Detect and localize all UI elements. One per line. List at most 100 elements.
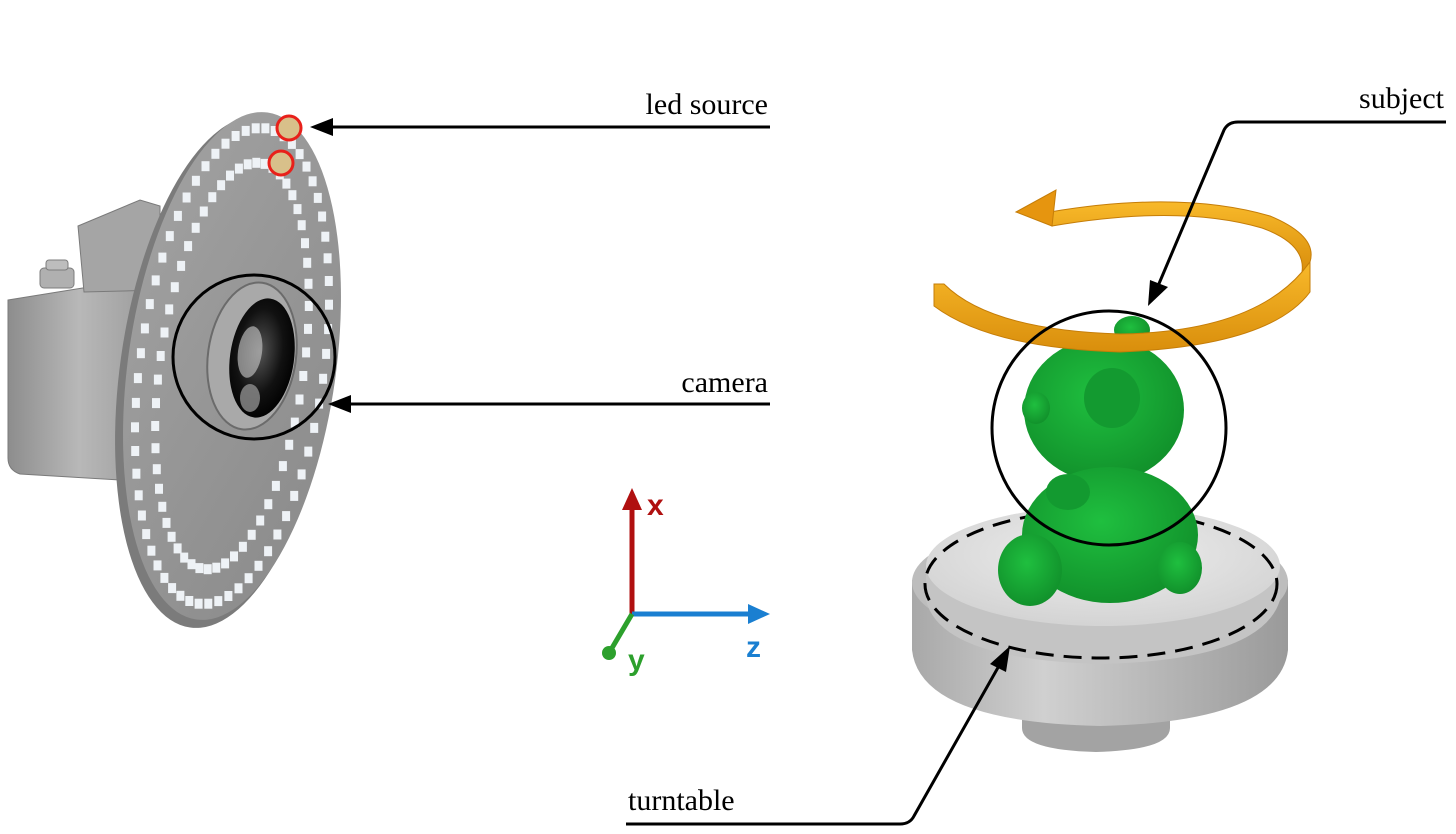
led-square: [310, 422, 319, 433]
led-square: [176, 590, 185, 601]
axis-z-arrowhead: [748, 604, 770, 624]
led-square: [177, 260, 186, 271]
axis-y-label: y: [628, 644, 645, 677]
rotation-arrow-back: [1049, 201, 1312, 274]
led-square: [319, 373, 328, 384]
led-square: [224, 591, 233, 601]
led-square: [304, 446, 313, 457]
led-square: [212, 562, 221, 573]
subject-label: subject: [1359, 82, 1445, 115]
bear-foot: [1158, 542, 1202, 594]
led-square: [234, 163, 243, 174]
led-square: [264, 499, 273, 510]
led-square: [132, 468, 141, 479]
axis-triad: x y z: [602, 488, 770, 677]
led-square: [145, 299, 154, 310]
led-square: [238, 541, 247, 552]
led-square: [158, 501, 167, 512]
led-square: [234, 583, 243, 594]
led-square: [297, 220, 306, 231]
led-square: [282, 511, 291, 522]
led-square: [241, 125, 250, 136]
led-square: [304, 301, 313, 311]
led-square: [165, 304, 174, 315]
led-square: [301, 238, 309, 249]
led-square: [208, 192, 217, 203]
led-square: [195, 563, 204, 574]
turntable-label: turntable: [628, 784, 735, 817]
led-square: [297, 469, 306, 480]
led-highlight-1: [275, 114, 303, 142]
camera-callout: camera: [328, 366, 770, 413]
led-square: [217, 180, 226, 191]
led-square: [303, 257, 312, 268]
led-square: [295, 149, 304, 160]
led-square: [299, 371, 308, 381]
led-square: [247, 529, 256, 540]
led-square: [203, 564, 212, 575]
bear-leg: [998, 534, 1062, 606]
rotation-arrowhead: [1014, 189, 1057, 227]
led-square: [187, 559, 196, 570]
led-square: [134, 490, 143, 501]
led-square: [285, 439, 294, 450]
led-square: [322, 348, 331, 359]
led-source-label: led source: [646, 88, 768, 121]
led-square: [131, 422, 139, 433]
led-square: [323, 253, 332, 264]
led-square: [191, 222, 200, 233]
led-square: [295, 394, 304, 405]
led-highlight-2: [267, 149, 295, 177]
led-square: [293, 204, 302, 215]
led-square: [273, 529, 282, 540]
bear-arm: [1046, 474, 1090, 510]
led-square: [226, 170, 234, 181]
led-square: [260, 158, 269, 169]
led-square: [194, 598, 203, 609]
rotation-arrow: [1014, 189, 1312, 274]
led-square: [152, 464, 161, 475]
led-square: [173, 210, 182, 221]
led-square: [185, 596, 194, 606]
bear-snout: [1022, 392, 1050, 424]
led-square: [302, 161, 311, 172]
led-square: [142, 529, 151, 540]
led-square: [288, 190, 297, 201]
led-square: [173, 543, 182, 554]
turntable-dashed-path: [923, 508, 1279, 660]
led-square: [204, 598, 213, 609]
led-square: [191, 175, 200, 186]
led-square: [270, 126, 279, 136]
led-square: [182, 192, 191, 203]
led-square: [278, 461, 287, 472]
led-square: [304, 278, 313, 289]
led-square: [318, 211, 327, 222]
led-square: [153, 374, 162, 385]
led-square: [256, 515, 265, 526]
led-square: [230, 551, 238, 562]
led-square: [261, 123, 270, 134]
led-square: [131, 446, 140, 456]
led-square: [199, 206, 208, 217]
led-square: [137, 510, 146, 521]
led-square: [155, 483, 163, 494]
led-square: [324, 276, 333, 286]
led-square: [313, 192, 322, 203]
led-square: [243, 159, 252, 170]
led-square: [254, 560, 263, 571]
led-square: [133, 373, 142, 384]
led-square: [180, 552, 189, 563]
led-square: [211, 148, 220, 159]
led-square: [231, 131, 240, 141]
led-square: [168, 583, 177, 594]
led-square: [321, 231, 330, 242]
led-square: [264, 546, 273, 557]
subject-callout: subject: [1148, 82, 1446, 306]
axis-x-label: x: [647, 489, 664, 522]
camera-lens: [206, 281, 298, 431]
led-square: [221, 138, 230, 149]
led-square: [244, 573, 253, 584]
led-square: [140, 323, 149, 334]
led-square: [214, 596, 223, 607]
